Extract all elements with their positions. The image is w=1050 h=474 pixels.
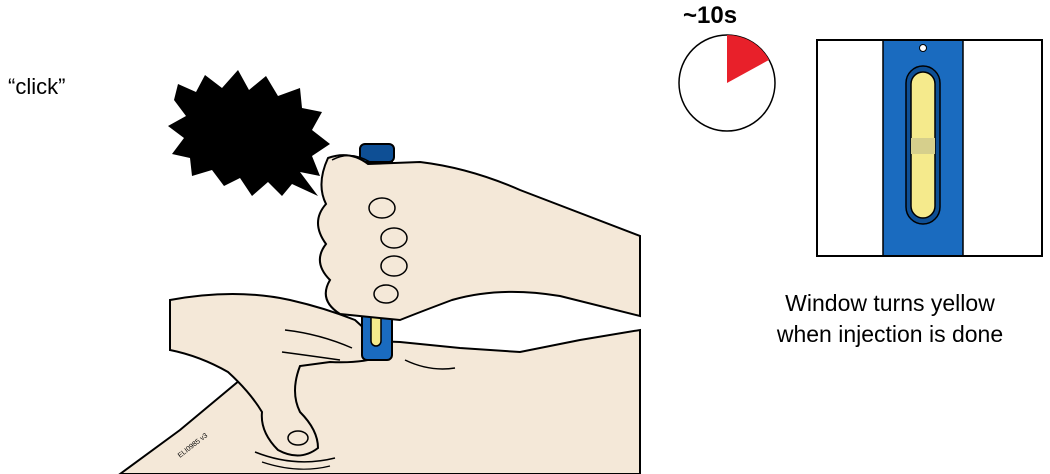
caption-line-1: Window turns yellow	[740, 288, 1040, 319]
window-caption: Window turns yellow when injection is do…	[740, 288, 1040, 350]
knuckle-3	[381, 256, 407, 276]
sound-burst-icon	[168, 70, 330, 196]
click-sound-label: “click”	[8, 74, 65, 100]
window-dot-marker	[920, 45, 927, 52]
gripping-hand	[318, 155, 640, 320]
knuckle-1	[369, 198, 395, 218]
caption-line-2: when injection is done	[740, 319, 1040, 350]
thumbnail	[288, 431, 308, 445]
timer-label: ~10s	[683, 2, 737, 30]
window-plunger-band	[911, 138, 935, 154]
knuckle-2	[381, 228, 407, 248]
knuckle-4	[374, 285, 398, 303]
